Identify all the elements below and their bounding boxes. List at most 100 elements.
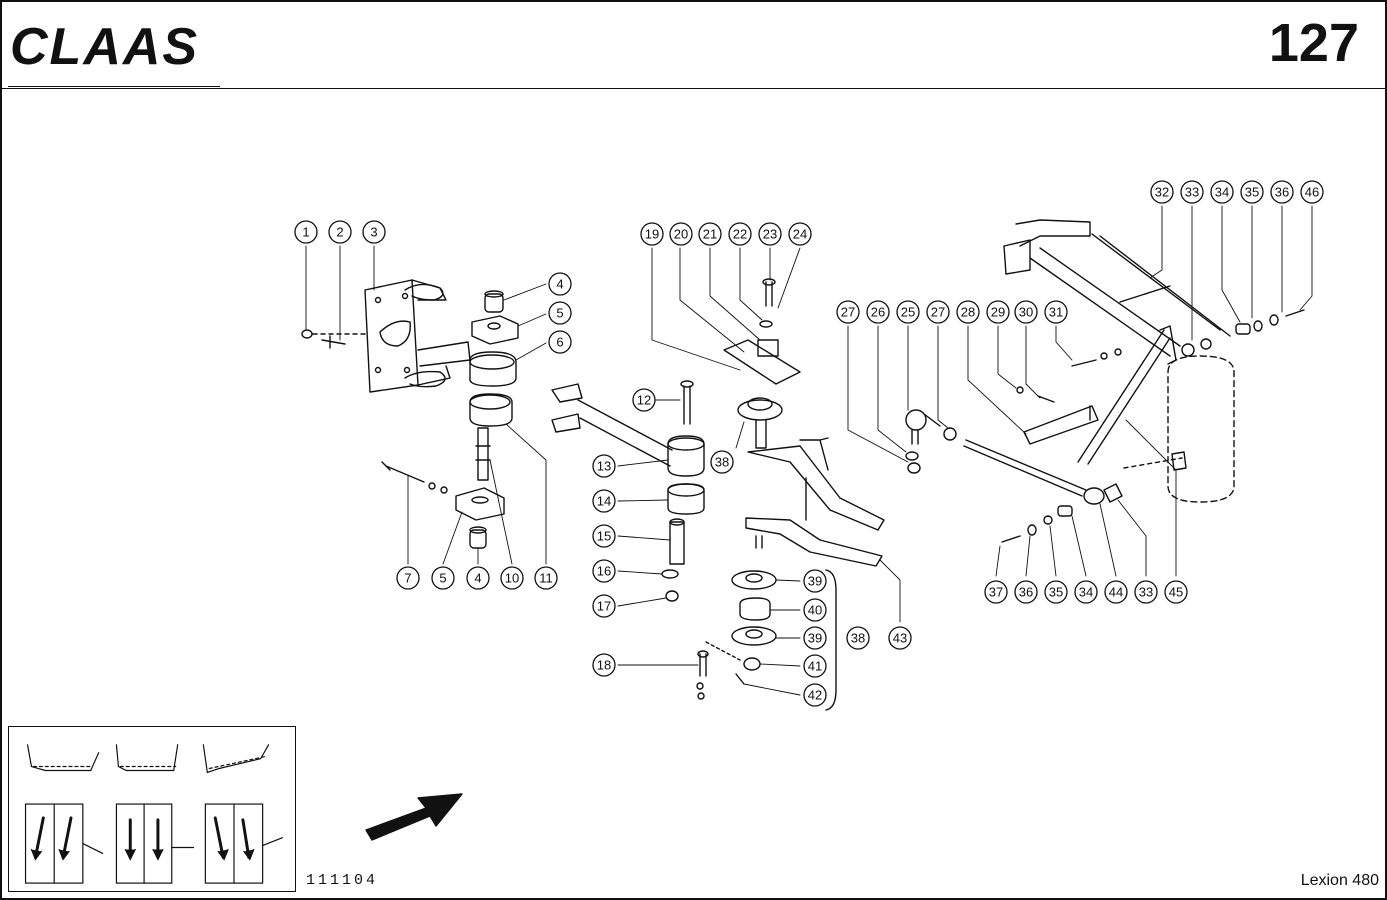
callout-24: 24 — [788, 222, 812, 246]
svg-text:4: 4 — [556, 277, 563, 292]
variant-1-wheels — [24, 803, 104, 884]
callout-38-group: 38 — [846, 626, 870, 650]
svg-text:41: 41 — [808, 659, 822, 674]
svg-text:22: 22 — [733, 227, 747, 242]
callout-7: 7 — [396, 566, 420, 590]
svg-text:46: 46 — [1305, 185, 1319, 200]
brand-logo: CLAAS — [10, 18, 199, 72]
callout-33-bottom: 33 — [1134, 580, 1158, 604]
callout-1: 1 — [294, 220, 318, 244]
variant-2-wheels — [115, 803, 195, 884]
variant-2-section — [115, 744, 179, 772]
svg-text:12: 12 — [637, 393, 651, 408]
callout-36-top: 36 — [1270, 180, 1294, 204]
svg-text:25: 25 — [901, 305, 915, 320]
svg-text:28: 28 — [961, 305, 975, 320]
svg-text:36: 36 — [1019, 585, 1033, 600]
svg-text:33: 33 — [1139, 585, 1153, 600]
svg-text:43: 43 — [893, 631, 907, 646]
callout-13: 13 — [592, 454, 616, 478]
callout-46: 46 — [1300, 180, 1324, 204]
svg-text:5: 5 — [556, 306, 563, 321]
callout-45: 45 — [1164, 580, 1188, 604]
callout-40: 40 — [803, 598, 827, 622]
svg-text:1: 1 — [302, 225, 309, 240]
callout-44: 44 — [1104, 580, 1128, 604]
callout-30: 30 — [1014, 300, 1038, 324]
callout-34-bottom: 34 — [1074, 580, 1098, 604]
svg-text:36: 36 — [1275, 185, 1289, 200]
svg-text:16: 16 — [597, 564, 611, 579]
callout-42: 42 — [803, 683, 827, 707]
svg-text:19: 19 — [645, 227, 659, 242]
callout-37: 37 — [984, 580, 1008, 604]
callout-25: 25 — [896, 300, 920, 324]
svg-text:3: 3 — [370, 225, 377, 240]
logo-underline — [8, 86, 220, 87]
callout-17: 17 — [592, 594, 616, 618]
svg-text:31: 31 — [1049, 305, 1063, 320]
svg-text:5: 5 — [439, 571, 446, 586]
model-name: Lexion 480 — [1300, 872, 1379, 889]
callout-12: 12 — [632, 388, 656, 412]
linkage-assembly — [905, 219, 1305, 543]
callout-20: 20 — [669, 222, 693, 246]
callout-6: 6 — [548, 330, 572, 354]
svg-text:29: 29 — [991, 305, 1005, 320]
bracket-assembly — [301, 279, 519, 549]
variant-3-section — [202, 744, 270, 774]
svg-text:32: 32 — [1155, 185, 1169, 200]
svg-text:17: 17 — [597, 599, 611, 614]
callout-11: 11 — [534, 566, 558, 590]
svg-text:37: 37 — [989, 585, 1003, 600]
header-rule — [2, 88, 1385, 89]
svg-text:30: 30 — [1019, 305, 1033, 320]
svg-text:20: 20 — [674, 227, 688, 242]
callout-27-right: 27 — [926, 300, 950, 324]
callout-38-top: 38 — [710, 450, 734, 474]
svg-text:38: 38 — [715, 455, 729, 470]
callout-5-bottom: 5 — [431, 566, 455, 590]
svg-text:27: 27 — [841, 305, 855, 320]
brand-logo-text: CLAAS — [10, 18, 199, 72]
callout-28: 28 — [956, 300, 980, 324]
svg-text:33: 33 — [1185, 185, 1199, 200]
callout-2: 2 — [328, 220, 352, 244]
callout-35-top: 35 — [1240, 180, 1264, 204]
svg-text:11: 11 — [539, 571, 553, 586]
arm-and-mount-assembly — [551, 278, 885, 711]
callout-34-top: 34 — [1210, 180, 1234, 204]
callout-39-top: 39 — [803, 569, 827, 593]
callout-19: 19 — [640, 222, 664, 246]
callout-27-left: 27 — [836, 300, 860, 324]
svg-text:15: 15 — [597, 529, 611, 544]
variant-3-wheels — [204, 803, 284, 884]
callout-14: 14 — [592, 489, 616, 513]
svg-text:34: 34 — [1215, 185, 1229, 200]
svg-text:23: 23 — [763, 227, 777, 242]
callout-32: 32 — [1150, 180, 1174, 204]
variant-inset — [8, 726, 296, 892]
svg-text:24: 24 — [793, 227, 807, 242]
callout-18: 18 — [592, 653, 616, 677]
callout-35-bottom: 35 — [1044, 580, 1068, 604]
variant-1-section — [26, 744, 100, 772]
svg-text:18: 18 — [597, 658, 611, 673]
callout-22: 22 — [728, 222, 752, 246]
svg-text:14: 14 — [597, 494, 611, 509]
callout-5-top: 5 — [548, 301, 572, 325]
callout-23: 23 — [758, 222, 782, 246]
svg-text:13: 13 — [597, 459, 611, 474]
svg-text:45: 45 — [1169, 585, 1183, 600]
callout-29: 29 — [986, 300, 1010, 324]
callout-4-top: 4 — [548, 272, 572, 296]
callout-10: 10 — [500, 566, 524, 590]
svg-text:21: 21 — [703, 227, 717, 242]
callout-31: 31 — [1044, 300, 1068, 324]
direction-arrow — [365, 793, 463, 841]
svg-text:42: 42 — [808, 688, 822, 703]
callout-4-bottom: 4 — [466, 566, 490, 590]
callout-33-top: 33 — [1180, 180, 1204, 204]
svg-text:34: 34 — [1079, 585, 1093, 600]
